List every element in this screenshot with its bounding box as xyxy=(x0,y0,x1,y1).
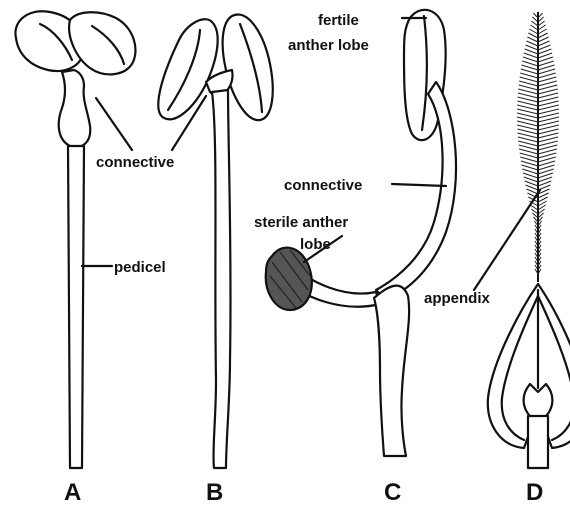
panel-letter-d: D xyxy=(526,479,543,506)
stamen-a xyxy=(15,11,135,468)
label-connective-ab: connective xyxy=(96,154,174,171)
pedicel-b xyxy=(212,90,231,468)
stamen-c xyxy=(266,10,456,456)
stamen-d xyxy=(488,12,570,468)
filament-d xyxy=(528,416,548,468)
anther-lobe-left-b xyxy=(158,19,217,119)
label-pedicel: pedicel xyxy=(114,259,166,276)
stamen-b xyxy=(158,15,272,468)
label-appendix: appendix xyxy=(424,290,491,307)
anther-lobe-right-a xyxy=(69,12,135,74)
panel-letter-a: A xyxy=(64,479,81,506)
pedicel-a xyxy=(68,146,84,468)
label-connective-c: connective xyxy=(284,177,362,194)
label-fertile-line1: fertile xyxy=(318,12,359,29)
appendix-feather xyxy=(517,12,559,282)
label-sterile-line1: sterile anther xyxy=(254,214,348,231)
filament-c xyxy=(374,286,409,456)
anther-lobe-right-b xyxy=(223,15,273,121)
label-sterile-line2: lobe xyxy=(300,236,331,253)
label-fertile-line2: anther lobe xyxy=(288,37,369,54)
connective-a xyxy=(59,70,91,147)
panel-letter-b: B xyxy=(206,479,223,506)
panel-letter-c: C xyxy=(384,479,401,506)
